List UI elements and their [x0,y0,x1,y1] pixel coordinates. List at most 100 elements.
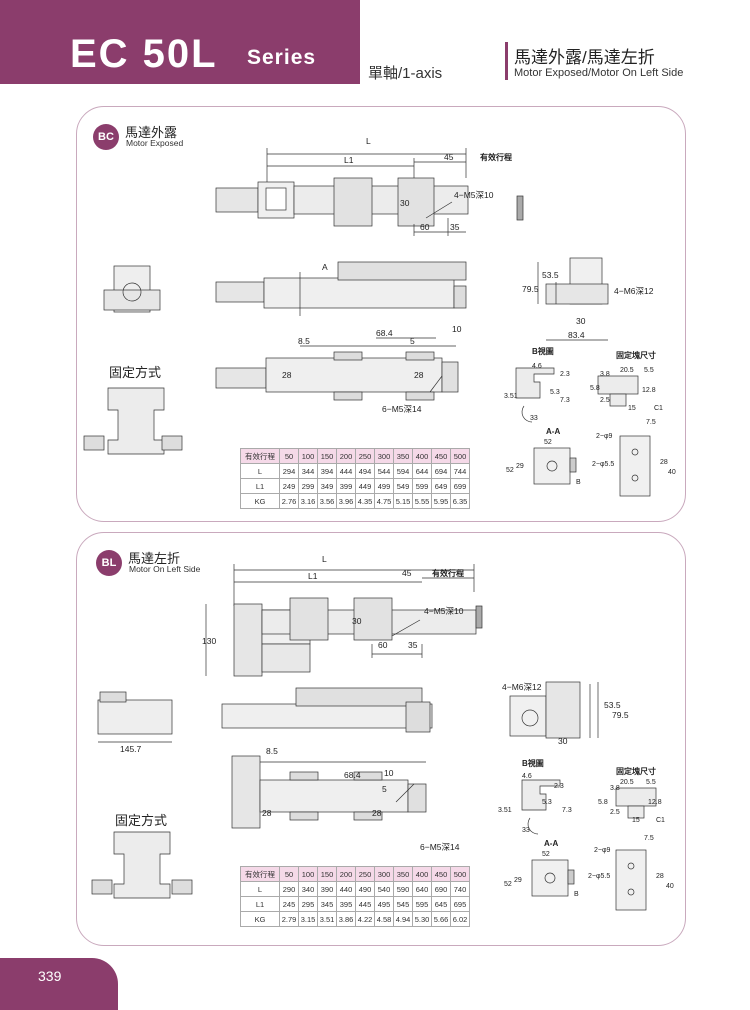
dim-3-8: 3.8 [610,785,620,792]
fix-block-title: 固定塊尺寸 [616,766,656,776]
table-cell: 594 [393,463,413,479]
dim-3-51: 3.51 [504,393,518,400]
dim-L1: L1 [344,155,354,165]
table-header-cell: 500 [450,448,470,464]
table-cell: 744 [450,463,470,479]
dim-5-3: 5.3 [550,389,560,396]
table-cell: 299 [298,478,318,494]
table-header-cell: 200 [336,448,356,464]
table-cell: 3.96 [336,493,356,509]
dim-3-8: 3.8 [600,371,610,378]
dim-30: 30 [400,198,410,208]
dim-7-3: 7.3 [560,397,570,404]
dim-5: 5 [382,784,387,794]
dim-45: 45 [402,568,412,578]
dim-m5-bottom: 6−M5深14 [382,404,422,414]
page-number: 339 [38,968,62,984]
dim-20-5: 20.5 [620,367,634,374]
table-cell: 5.30 [412,911,432,927]
dim-30b: 30 [576,316,586,326]
dim-m5-bottom: 6−M5深14 [420,842,460,852]
table-header-cell: 450 [431,866,451,882]
dim-45: 45 [444,152,454,162]
section-badge: BL [96,550,122,576]
table-cell: 344 [298,463,318,479]
dim-m6: 4−M6深12 [502,682,542,692]
dim-60: 60 [378,640,388,650]
table-cell: 449 [355,478,375,494]
table-cell: 544 [374,463,394,479]
table-row: L1 249 299 349 399 449 499 549 599 649 6… [240,478,470,494]
dim-8-5: 8.5 [266,746,278,756]
table-cell: 5.95 [431,493,451,509]
table-header-cell: 300 [374,866,394,882]
section-drawing-motor-exposed: L L1 45 有效行程 4−M5深10 30 60 35 A 79.5 53.… [83,136,676,497]
section-marker-a: A [322,262,328,272]
label-b: B [574,891,579,898]
table-header-cell: 50 [279,866,299,882]
table-cell: 3.86 [336,911,356,927]
dim-c1: C1 [654,405,663,412]
table-cell: 694 [431,463,451,479]
dim-15: 15 [628,405,636,412]
footer-tab [0,958,118,1010]
stroke-label: 有效行程 [480,152,512,162]
table-cell: 595 [412,896,432,912]
table-cell: 494 [355,463,375,479]
dim-83-4: 83.4 [568,330,585,340]
table-cell: 295 [298,896,318,912]
aa-title: A-A [546,427,560,436]
table-cell: 5.55 [412,493,432,509]
dim-53-5: 53.5 [604,700,621,710]
dim-5-5: 5.5 [646,779,656,786]
dim-2-5: 2.5 [600,397,610,404]
table-header-cell: 350 [393,448,413,464]
series-label: Series [247,46,317,69]
table-cell: 5.15 [393,493,413,509]
table-header-row: 有效行程 50 100 150 200 250 300 350 400 450 … [240,866,470,882]
dim-28a: 28 [282,370,292,380]
dim-30b: 30 [558,736,568,746]
aa-title: A-A [544,839,558,848]
dim-10: 10 [452,324,462,334]
dim-m5-top: 4−M5深10 [454,190,494,200]
dim-130: 130 [202,636,216,646]
dim-m6: 4−M6深12 [614,286,654,296]
row-label: L1 [240,478,280,494]
table-cell: 3.51 [317,911,337,927]
dim-79-5: 79.5 [612,710,629,720]
dim-29: 29 [514,877,522,884]
dim-30: 30 [352,616,362,626]
table-cell: 2.79 [279,911,299,927]
table-header-cell: 400 [412,448,432,464]
hole-2-9: 2−φ9 [596,433,613,440]
dim-8-5: 8.5 [298,336,310,346]
table-header-cell: 50 [279,448,299,464]
table-cell: 4.94 [393,911,413,927]
table-cell: 540 [374,881,394,897]
row-label: KG [240,911,280,927]
product-title: EC 50L [70,32,218,76]
dim-7-3: 7.3 [562,807,572,814]
dim-7-5: 7.5 [646,419,656,426]
table-cell: 340 [298,881,318,897]
dim-L1: L1 [308,571,318,581]
dim-L: L [366,136,371,146]
dim-2-3: 2.3 [560,371,570,378]
table-cell: 490 [355,881,375,897]
table-cell: 6.35 [450,493,470,509]
hole-2-9: 2−φ9 [594,847,611,854]
table-cell: 249 [279,478,299,494]
axis-label: 單軸/1-axis [368,65,443,82]
table-header-cell: 400 [412,866,432,882]
dim-28b: 28 [372,808,382,818]
table-cell: 3.15 [298,911,318,927]
table-cell: 599 [412,478,432,494]
section-badge: BC [93,124,119,150]
table-cell: 640 [412,881,432,897]
dim-4-6: 4.6 [522,773,532,780]
row-label: KG [240,493,280,509]
table-cell: 394 [317,463,337,479]
dim-52v: 52 [504,881,512,888]
table-cell: 444 [336,463,356,479]
